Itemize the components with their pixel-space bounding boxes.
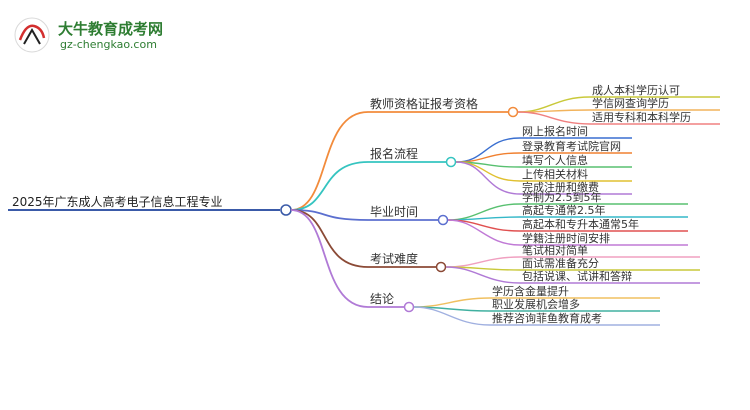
leaf-label: 完成注册和缴费 (522, 180, 599, 194)
branch-connector (290, 209, 369, 308)
leaf-label: 学制为2.5到5年 (522, 190, 602, 204)
branch-label: 毕业时间 (370, 205, 418, 219)
leaf-label: 学历含金量提升 (492, 284, 569, 298)
branch-node-handle[interactable] (445, 156, 457, 168)
root-node-handle[interactable] (280, 204, 292, 216)
brand-url: gz-chengkao.com (60, 38, 157, 51)
leaf-connector (445, 266, 521, 284)
leaf-label: 高起专通常2.5年 (522, 203, 606, 217)
leaf-connector (445, 256, 521, 268)
leaf-connector (455, 137, 521, 163)
leaf-label: 面试需准备充分 (522, 256, 599, 270)
branch-label: 结论 (370, 292, 394, 306)
branch-label: 报名流程 (370, 146, 418, 161)
leaf-label: 上传相关材料 (522, 167, 588, 181)
leaf-connector (447, 219, 521, 246)
branch-connector (290, 111, 369, 211)
leaf-label: 推荐咨询菲鱼教育成考 (492, 311, 602, 325)
leaf-label: 适用专科和本科学历 (592, 110, 691, 124)
branch-node-handle[interactable] (437, 214, 449, 226)
leaf-connector (517, 111, 591, 125)
brand-logo[interactable]: 大牛教育成考网 gz-chengkao.com (12, 14, 252, 58)
root-node-label: 2025年广东成人高考电子信息工程专业 (12, 194, 223, 209)
leaf-label: 包括说课、试讲和答辩 (522, 269, 632, 283)
leaf-label: 职业发展机会增多 (492, 297, 580, 311)
branch-connector (290, 161, 369, 211)
brand-badge-icon (14, 17, 50, 53)
leaf-connector (413, 306, 491, 326)
leaf-label: 登录教育考试院官网 (522, 139, 621, 153)
branch-label: 考试难度 (370, 251, 418, 266)
leaf-label: 笔试相对简单 (522, 243, 588, 257)
leaf-label: 高起本和专升本通常5年 (522, 217, 639, 231)
leaf-label: 学信网查询学历 (592, 96, 669, 110)
leaf-connector (413, 297, 491, 308)
branch-node-handle[interactable] (435, 261, 447, 273)
leaf-connector (447, 216, 521, 221)
branch-label: 教师资格证报考资格 (370, 96, 478, 111)
leaf-label: 学籍注册时间安排 (522, 231, 610, 245)
leaf-label: 成人本科学历认可 (592, 83, 680, 97)
branch-connector (290, 209, 369, 268)
leaf-label: 网上报名时间 (522, 124, 588, 138)
branch-node-handle[interactable] (403, 301, 415, 313)
branch-node-handle[interactable] (507, 106, 519, 118)
brand-title: 大牛教育成考网 (58, 20, 164, 38)
leaf-label: 填写个人信息 (522, 153, 588, 167)
leaf-connector (455, 161, 521, 195)
branch-connector (290, 209, 369, 221)
